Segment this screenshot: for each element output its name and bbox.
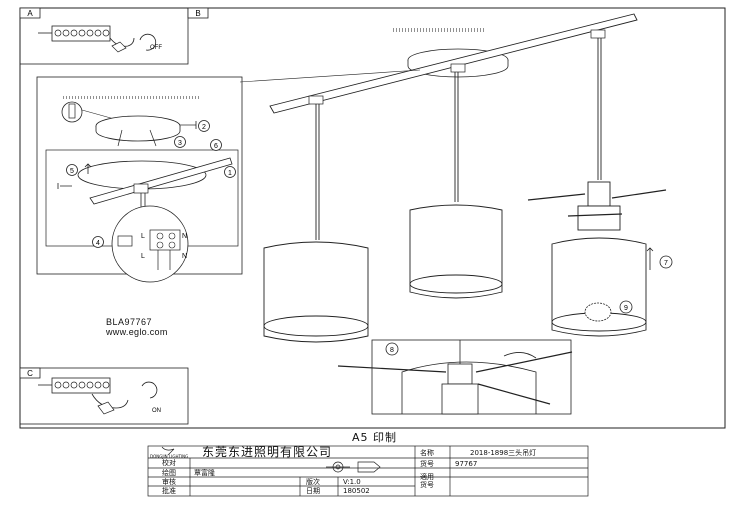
company-logo: DONGJIN LIGHTING — [150, 454, 189, 459]
svg-text:9: 9 — [624, 305, 628, 312]
item-label: 货号 — [420, 460, 434, 468]
title-block — [147, 445, 589, 497]
bulb-icon — [584, 302, 612, 322]
terminal-l-bottom: L — [141, 253, 145, 260]
website-url: www.eglo.com — [106, 327, 168, 337]
screw-icon — [57, 183, 72, 189]
svg-text:3: 3 — [178, 140, 182, 147]
step-6-marker: 6 — [210, 139, 222, 151]
switch-off-label: OFF — [150, 45, 162, 51]
detail-panel-step-8: 8 — [337, 339, 573, 415]
rotate-arrow-icon — [503, 352, 537, 359]
pendant-shade-left — [263, 104, 369, 343]
step-8-marker: 8 — [385, 342, 399, 356]
pendant-shade-right: 9 7 — [527, 38, 673, 337]
item-value: 97767 — [455, 460, 478, 468]
svg-text:1: 1 — [228, 170, 232, 177]
row-label-draw: 绘图 — [162, 469, 176, 477]
detail-panel-mounting: 2 3 5 6 1 L N — [36, 76, 243, 283]
step-9-marker: 9 — [619, 300, 633, 314]
terminal-n-bottom: N — [182, 253, 187, 260]
step-2-marker: 2 — [198, 120, 210, 132]
step-4-marker: 4 — [92, 236, 104, 248]
name-label: 名称 — [420, 449, 434, 457]
panel-b-label: B — [195, 9, 200, 18]
step-5-marker: 5 — [66, 164, 78, 176]
paper-format-label: A5 印制 — [352, 431, 398, 444]
date-label: 日期 — [306, 487, 320, 495]
name-value: 2018-1898三头吊灯 — [470, 449, 537, 457]
row-label-approve: 批准 — [162, 487, 176, 495]
model-label-2: 货号 — [420, 481, 434, 489]
panel-c-label: C — [27, 369, 33, 378]
crossbar-arm — [239, 13, 638, 114]
panel-a-label: A — [27, 9, 33, 18]
terminal-l-top: L — [141, 233, 145, 240]
svg-text:5: 5 — [70, 168, 74, 175]
svg-text:2: 2 — [202, 124, 206, 131]
step-7-marker: 7 — [659, 255, 673, 269]
terminal-block-off-icon — [38, 25, 135, 53]
terminal-block-on-icon — [38, 377, 129, 415]
version-label: 版次 — [306, 478, 320, 486]
panel-a: A OFF — [19, 7, 189, 65]
svg-text:6: 6 — [214, 143, 218, 150]
step-3-marker: 3 — [174, 136, 186, 148]
company-name: 东莞东进照明有限公司 — [202, 445, 333, 459]
drafter-name: 覃富隆 — [194, 469, 215, 477]
sheet-border — [19, 7, 726, 429]
model-label-1: 適用 — [420, 473, 434, 481]
up-arrow-icon — [84, 163, 92, 174]
rotate-arrow-on-icon — [141, 381, 158, 399]
row-label-check: 校对 — [162, 459, 176, 467]
pendant-shade-middle — [409, 72, 503, 299]
version-value: V:1.0 — [343, 478, 361, 486]
product-code: BLA97767 — [106, 317, 153, 327]
svg-text:7: 7 — [664, 260, 668, 267]
step-1-marker: 1 — [224, 166, 236, 178]
rotate-arrow-off-icon — [139, 33, 157, 51]
switch-on-label: ON — [152, 408, 161, 414]
panel-c: C ON — [19, 367, 189, 425]
svg-text:4: 4 — [96, 240, 100, 247]
row-label-review: 审核 — [162, 478, 176, 486]
date-value: 180502 — [343, 487, 370, 495]
terminal-n-top: N — [182, 233, 187, 240]
svg-text:8: 8 — [390, 347, 394, 354]
